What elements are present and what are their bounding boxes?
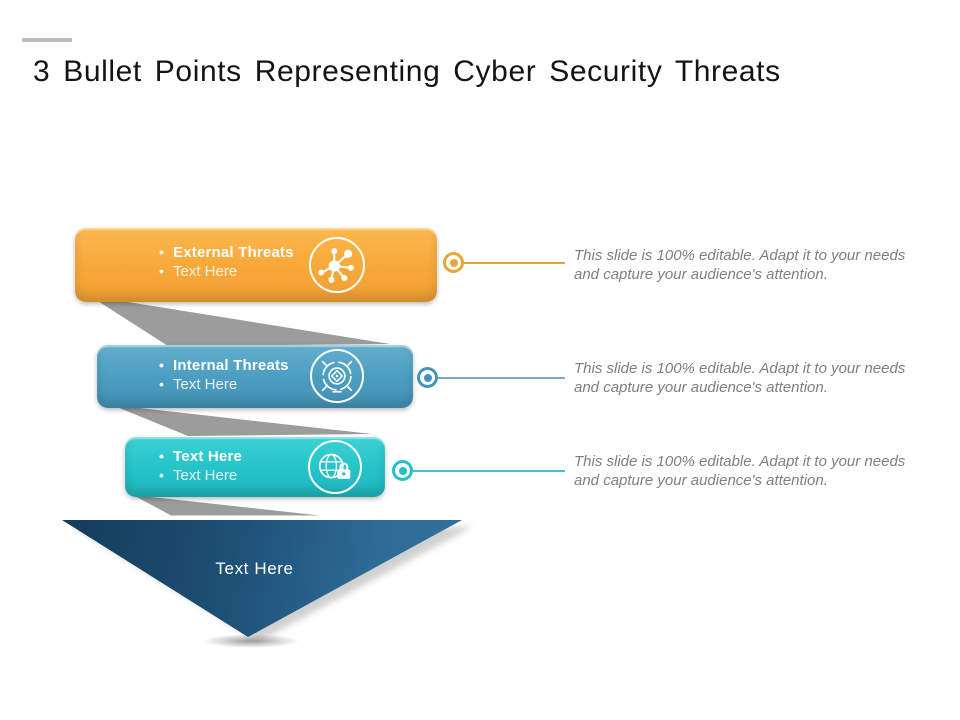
arrow-ground-shadow xyxy=(203,634,299,648)
arrow-label[interactable]: Text Here xyxy=(215,559,294,578)
radar-target-icon xyxy=(310,349,364,403)
editable-note-1[interactable]: This slide is 100% editable. Adapt it to… xyxy=(574,247,906,283)
banner-subtext: Text Here xyxy=(158,262,294,282)
banner-text-here[interactable]: Text Here Text Here xyxy=(125,437,385,497)
title-accent-line xyxy=(22,38,72,42)
banner-subtext: Text Here xyxy=(158,466,242,486)
slide-title[interactable]: 3 Bullet Points Representing Cyber Secur… xyxy=(33,55,781,88)
banner-subtext: Text Here xyxy=(158,375,289,395)
gray-zigzag-ribbon xyxy=(90,296,397,524)
connector-line-1 xyxy=(464,262,565,264)
banner-heading: Internal Threats xyxy=(158,356,289,376)
banner-bullet-list: Internal Threats Text Here xyxy=(158,356,289,395)
connector-line-3 xyxy=(413,470,565,472)
secure-globe-icon xyxy=(308,440,362,494)
banner-heading: External Threats xyxy=(158,243,294,263)
connector-line-2 xyxy=(438,377,565,379)
editable-note-2[interactable]: This slide is 100% editable. Adapt it to… xyxy=(574,360,906,396)
network-nodes-icon xyxy=(309,237,365,293)
banner-bullet-list: Text Here Text Here xyxy=(158,447,242,486)
connector-ring-1 xyxy=(443,252,464,273)
connector-ring-2 xyxy=(417,367,438,388)
banner-external-threats[interactable]: External Threats Text Here xyxy=(75,228,437,302)
editable-note-3[interactable]: This slide is 100% editable. Adapt it to… xyxy=(574,453,906,489)
connector-ring-3 xyxy=(392,460,413,481)
down-arrow-shape[interactable] xyxy=(62,520,462,637)
banner-bullet-list: External Threats Text Here xyxy=(158,243,294,282)
banner-internal-threats[interactable]: Internal Threats Text Here xyxy=(97,345,413,408)
banner-heading: Text Here xyxy=(158,447,242,467)
